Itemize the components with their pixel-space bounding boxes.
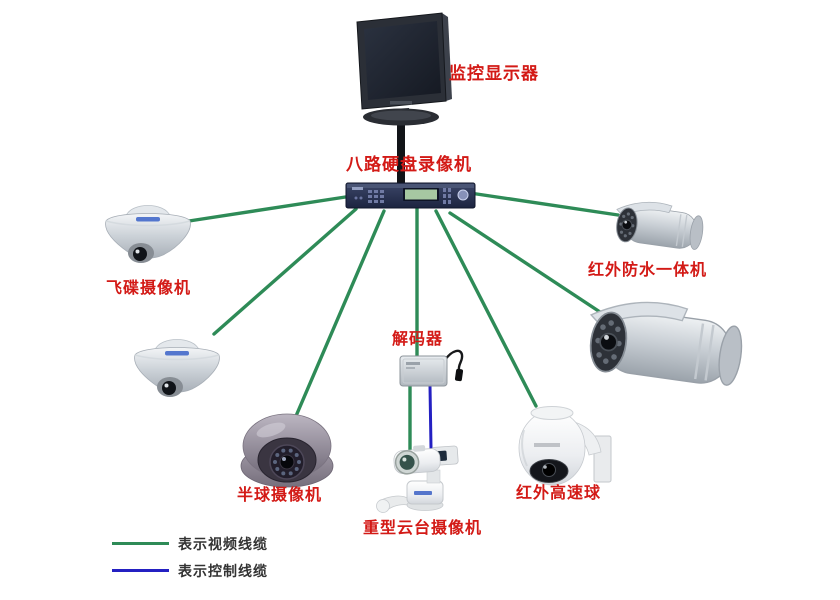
dome-camera: [240, 413, 334, 488]
dome-camera-label: 半球摄像机: [237, 487, 323, 504]
video-cable-dvr-to-bullet-camera-1: [468, 191, 620, 217]
ptz-camera-label: 重型云台摄像机: [363, 520, 483, 537]
monitor: [356, 12, 452, 184]
monitor-screen: [364, 21, 441, 100]
video-cable-dvr-to-ufo-camera-1: [187, 194, 354, 223]
ir-waterproof-camera-label: 红外防水一体机: [588, 262, 708, 279]
ptz-head: [393, 445, 459, 475]
ufo-camera-label: 飞碟摄像机: [106, 280, 192, 297]
legend: 表示视频线缆 表示控制线缆: [112, 530, 268, 584]
speed-dome-label: 红外高速球: [516, 485, 602, 502]
video-cable-dvr-to-bullet-camera-2: [448, 211, 602, 314]
legend-video-row: 表示视频线缆: [112, 530, 268, 557]
video-cable-label: 表示视频线缆: [178, 535, 268, 552]
control-cable-decoder-to-ptz: [428, 384, 433, 450]
legend-control-row: 表示控制线缆: [112, 557, 268, 584]
ufo-camera-1: [104, 204, 192, 264]
bullet-camera-2: [582, 292, 748, 392]
control-cable-label: 表示控制线缆: [178, 562, 268, 579]
decoder-label: 解码器: [392, 331, 444, 348]
control-cable-swatch: [112, 569, 169, 572]
ufo-camera-2: [133, 338, 221, 398]
dvr-label: 八路硬盘录像机: [346, 155, 472, 174]
video-cable-dvr-to-dome-camera: [294, 209, 386, 418]
ptz-wall-mount: [376, 499, 390, 513]
speed-dome-camera: [518, 406, 612, 486]
dvr-lcd: [405, 189, 437, 200]
monitor-pole: [397, 120, 405, 184]
ptz-camera: [376, 445, 459, 513]
bullet-camera-1: [611, 196, 707, 254]
dvr-logo: [457, 189, 469, 201]
decoder-power-cord: [443, 349, 464, 372]
video-cable-dvr-to-ufo-camera-2: [212, 207, 358, 336]
video-cable-swatch: [112, 542, 169, 545]
dvr: [345, 182, 476, 209]
decoder: [399, 349, 464, 387]
monitor-label: 监控显示器: [449, 64, 539, 83]
video-cable-dvr-to-speed-dome: [434, 209, 538, 408]
